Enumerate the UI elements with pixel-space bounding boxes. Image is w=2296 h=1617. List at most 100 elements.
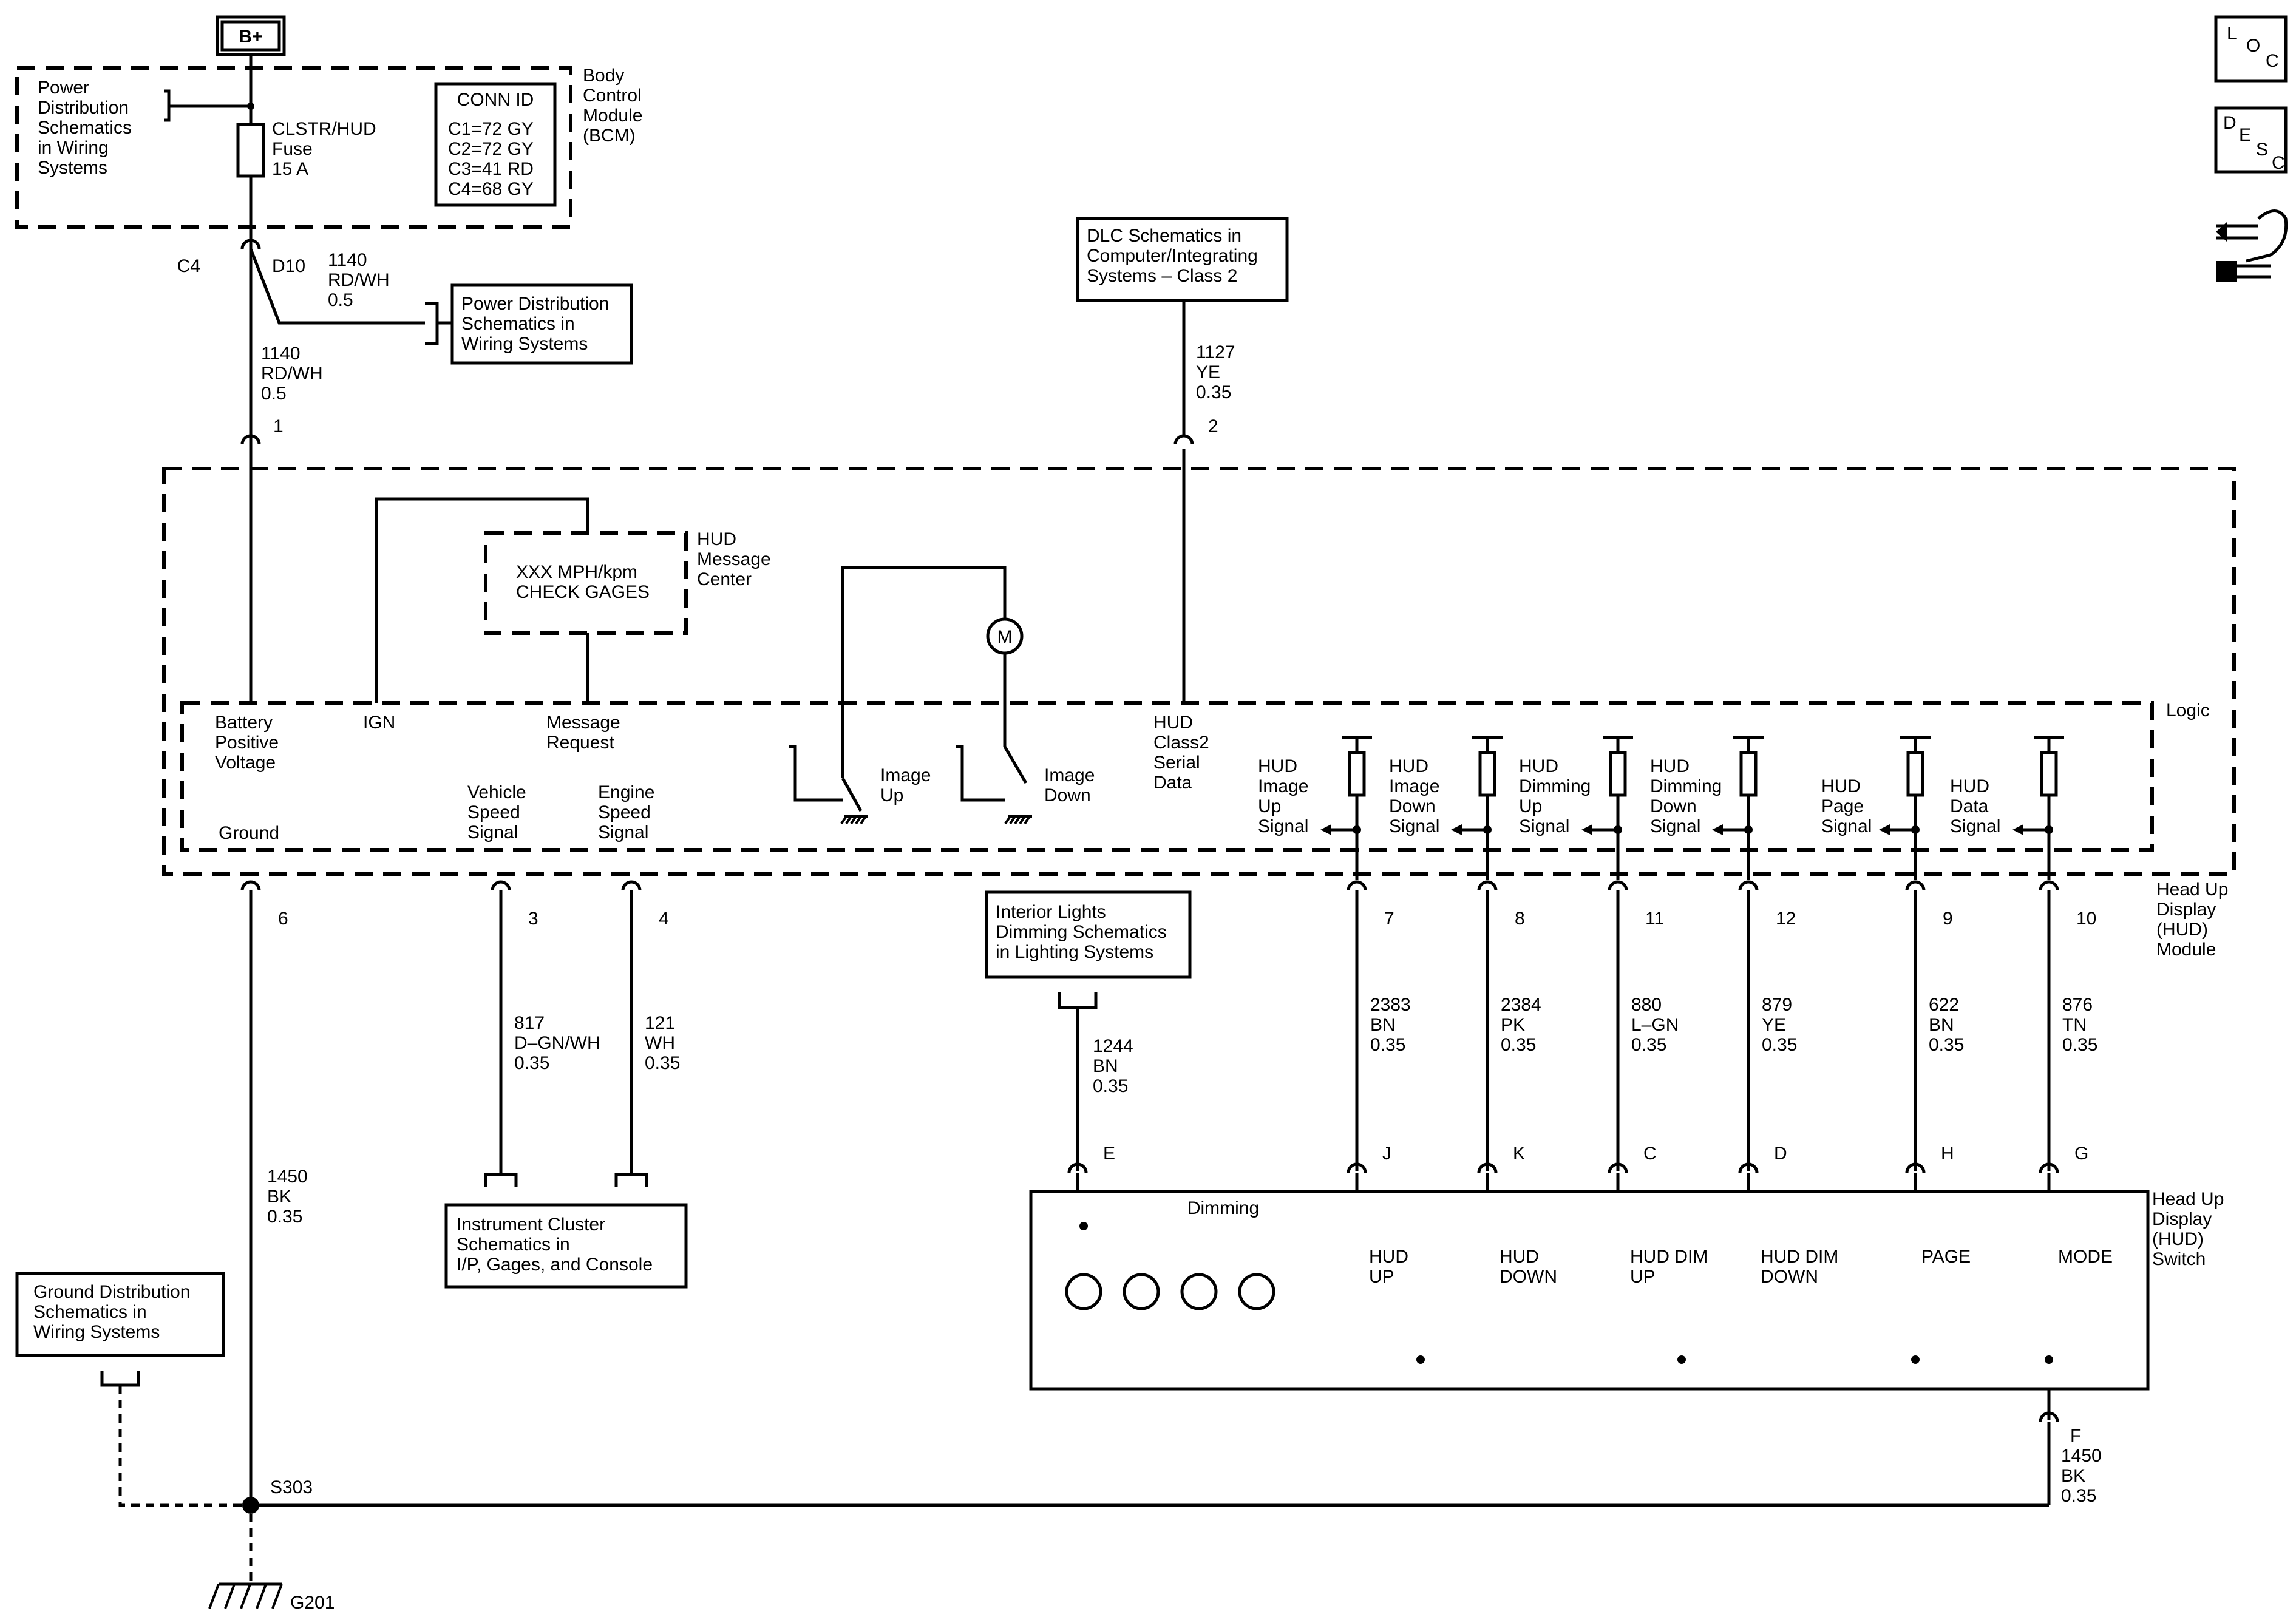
signal-label: HUD: [1650, 756, 1690, 776]
ess-label: Speed: [598, 802, 651, 822]
wire-spec: D–GN/WH: [514, 1033, 600, 1053]
ic-bracket: [614, 1173, 648, 1187]
hud-bottom-pin: 12: [1776, 909, 1796, 929]
switch-button-label: PAGE: [1921, 1247, 1971, 1267]
hud-module-name: Display: [2156, 900, 2216, 920]
ign-wire: [375, 497, 589, 703]
bcm-junction: [247, 103, 254, 110]
battery-label: B+: [239, 27, 262, 47]
hud-module-name: Head Up: [2156, 880, 2228, 900]
power-dist-text: in Wiring: [38, 138, 109, 158]
message-request-label: Message: [546, 713, 620, 733]
wire-spec: 817: [514, 1013, 545, 1033]
pin-2: 2: [1208, 416, 1218, 436]
ground-dist-text: Wiring Systems: [33, 1322, 160, 1342]
pullup-resistor: [1739, 751, 1758, 797]
bus-junction: [1416, 1355, 1425, 1364]
signal-junction: [2045, 825, 2053, 834]
hud-bottom-pin: 6: [278, 909, 288, 929]
signal-label: HUD: [1519, 756, 1558, 776]
bcm-power-dist-link: [164, 106, 171, 122]
motor-label: M: [997, 627, 1013, 647]
legend-loc-letter: C: [2266, 51, 2279, 71]
ground-dist-text: Ground Distribution: [33, 1282, 190, 1302]
switch-terminal-f: [2039, 1411, 2059, 1422]
switch-pin-f: F: [2070, 1426, 2081, 1446]
power-dist-text: Schematics: [38, 118, 132, 138]
wire-spec: 0.35: [645, 1053, 680, 1073]
bcm-power-dist-link: [164, 89, 251, 108]
hud-bottom-terminal: [240, 880, 261, 891]
signal-label: Up: [1519, 796, 1542, 816]
wire-1450-f-spec: BK: [2061, 1466, 2085, 1486]
ground-dist-link: [118, 1385, 251, 1507]
switch-ground-hatch: [840, 815, 847, 825]
switch-ground-hatch: [850, 815, 857, 825]
switch-terminal: [1067, 1162, 1088, 1173]
tools-icon-part: [2216, 222, 2227, 242]
signal-label: Page: [1821, 796, 1864, 816]
dlc-box-text: DLC Schematics in: [1087, 226, 1241, 246]
fuse-text: Fuse: [272, 139, 313, 159]
lamp-icon: [1065, 1273, 1102, 1310]
vss-label: Vehicle: [467, 782, 526, 802]
bcm-name: Module: [583, 106, 642, 126]
lamp-icon: [1180, 1273, 1218, 1310]
ign-label: IGN: [363, 713, 395, 733]
power-dist-box-text: Power Distribution: [461, 294, 609, 314]
signal-junction: [1744, 825, 1753, 834]
hud-bottom-terminal: [1477, 880, 1498, 891]
motor-wire-up: [841, 566, 1007, 778]
battery-input-label: Voltage: [215, 753, 276, 773]
pullup-resistor: [1906, 751, 1924, 797]
ground-dist-box: [15, 1272, 225, 1357]
ic-bracket: [484, 1173, 518, 1187]
signal-label: Signal: [1821, 816, 1872, 836]
dlc-box-text: Computer/Integrating: [1087, 246, 1258, 266]
ground-dist-text: Schematics in: [33, 1302, 147, 1322]
interior-lights-text: Interior Lights: [996, 902, 1106, 922]
fuse-text: CLSTR/HUD: [272, 119, 376, 139]
signal-junction: [1911, 825, 1920, 834]
instrument-cluster-text: Instrument Cluster: [457, 1215, 605, 1235]
message-center-name: Message: [697, 549, 771, 569]
signal-label: HUD: [1950, 776, 1989, 796]
wire-spec: L–GN: [1631, 1015, 1679, 1035]
conn-id-row: C2=72 GY: [448, 139, 534, 159]
signal-arrow: [1320, 824, 1331, 835]
switch-pin: D: [1774, 1144, 1787, 1164]
legend-desc-letter: S: [2256, 140, 2268, 160]
class2-label: HUD: [1153, 713, 1193, 733]
hud-bottom-pin: 7: [1384, 909, 1394, 929]
motor-symbol: [986, 617, 1024, 655]
switch-pin: H: [1941, 1144, 1954, 1164]
hud-bottom-pin: 9: [1943, 909, 1953, 929]
wire-spec: 0.35: [1501, 1035, 1536, 1055]
wire-1140-top-spec: RD/WH: [328, 270, 390, 290]
legend-loc-box: [2214, 15, 2288, 83]
signal-arrow: [2012, 824, 2023, 835]
ess-label: Engine: [598, 782, 654, 802]
switch-terminal: [1477, 1162, 1498, 1173]
conn-id-row: C3=41 RD: [448, 159, 534, 179]
switch-pin: K: [1513, 1144, 1525, 1164]
ground-dist-bracket: [100, 1371, 140, 1387]
class2-label: Serial: [1153, 753, 1200, 773]
signal-junction: [1353, 825, 1361, 834]
hud-bottom-pin: 8: [1515, 909, 1525, 929]
switch-pin: E: [1103, 1144, 1115, 1164]
signal-label: Image: [1258, 776, 1308, 796]
pullup-resistor: [2040, 751, 2058, 797]
interior-lights-box: [985, 890, 1192, 979]
wire-1244-spec: BN: [1093, 1056, 1118, 1076]
signal-label: Up: [1258, 796, 1281, 816]
bcm-name: Body: [583, 66, 624, 86]
message-text: CHECK GAGES: [516, 582, 650, 602]
wire-1140-spec: 1140: [261, 344, 301, 364]
wire-spec: 622: [1929, 995, 1959, 1015]
wire-1244-spec: 1244: [1093, 1036, 1133, 1056]
signal-label: Signal: [1650, 816, 1700, 836]
wire-spec: 0.35: [1370, 1035, 1405, 1055]
switch-terminal: [1905, 1162, 1926, 1173]
connector-c4: C4: [177, 256, 200, 276]
